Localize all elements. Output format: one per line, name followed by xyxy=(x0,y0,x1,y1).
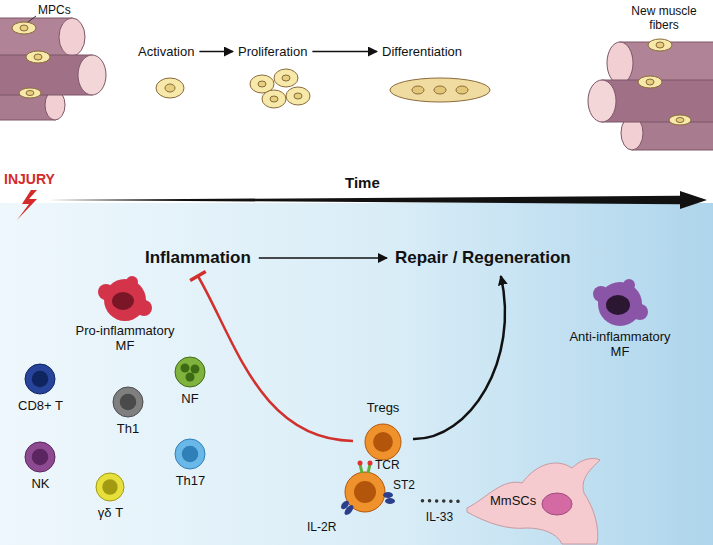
immune-cell: Anti-inflammatory MF xyxy=(545,282,695,364)
immune-cell: CD8+ T xyxy=(13,362,68,418)
stromal-cell: MmSCs xyxy=(462,448,602,545)
arrow xyxy=(259,257,387,259)
cell-nucleus xyxy=(120,394,137,411)
proliferating-cells xyxy=(250,69,310,108)
cell-body xyxy=(175,439,205,469)
cell-label: MmSCs xyxy=(490,493,536,508)
note-label: INJURY xyxy=(4,172,55,186)
immune-cell: NK xyxy=(13,440,68,496)
cell-label: Activation xyxy=(138,44,194,59)
cell-label: Anti-inflammatory MF xyxy=(562,329,678,359)
cell-label: IL-2R xyxy=(307,520,336,535)
cell-label: NF xyxy=(165,391,215,406)
inhibition-line xyxy=(198,276,353,441)
immune-cell: NF xyxy=(165,355,215,411)
treg-cell: TCR ST2IL-2R xyxy=(305,458,417,540)
stage-label: Activation xyxy=(138,44,194,59)
macrophage xyxy=(593,279,648,326)
stage-label: Proliferation xyxy=(238,44,307,59)
muscle-fibers-right xyxy=(588,42,713,150)
inhibition-bar xyxy=(190,271,206,280)
cell-label: Pro-inflammatory MF xyxy=(70,323,180,353)
cell-nucleus xyxy=(102,479,117,494)
note-label: Time xyxy=(345,174,380,191)
cell-body xyxy=(96,473,124,501)
mesenchymal-cell xyxy=(467,458,600,544)
lightning-bolt xyxy=(17,190,37,220)
immune-cell: γδ T xyxy=(83,470,138,526)
cell-label: Th17 xyxy=(163,473,218,488)
phase-label: Inflammation xyxy=(143,246,253,270)
background-panel xyxy=(0,203,713,545)
edge-label: IL-33 xyxy=(426,510,453,524)
cell-body xyxy=(25,364,55,394)
cell-label: γδ T xyxy=(83,505,138,520)
cytokine-dots xyxy=(421,499,458,503)
cell-nucleus xyxy=(32,371,49,388)
cell-label: Differentiation xyxy=(382,44,462,59)
cell-label: Th1 xyxy=(103,421,153,436)
cell-body xyxy=(365,424,401,460)
cell-label: CD8+ T xyxy=(13,398,68,413)
cell-label: Inflammation xyxy=(143,246,253,270)
cell-body xyxy=(113,387,143,417)
stage-label: Differentiation xyxy=(382,44,462,59)
macrophage xyxy=(98,276,152,321)
neutrophil xyxy=(175,357,205,387)
cell-label: ST2 xyxy=(393,478,415,493)
note-label: New muscle fibers xyxy=(620,4,708,32)
arrow xyxy=(413,276,505,439)
immune-cell: Pro-inflammatory MF xyxy=(70,278,180,354)
arrow xyxy=(199,51,233,53)
immune-cell: Tregs xyxy=(355,400,411,462)
muscle-fibers-left xyxy=(0,18,106,120)
note-label: MPCs xyxy=(38,3,71,17)
immune-cell: Th17 xyxy=(163,437,218,493)
mpc-cells xyxy=(12,22,50,98)
cell-label: Tregs xyxy=(355,400,411,415)
phase-label: Repair / Regeneration xyxy=(393,246,573,270)
cell-label: Proliferation xyxy=(238,44,307,59)
cell-nucleus xyxy=(373,432,393,452)
arrow xyxy=(312,51,377,53)
myotube xyxy=(390,78,490,102)
cell-nucleus xyxy=(354,481,376,503)
immune-cell: Th1 xyxy=(103,385,153,441)
time-arrow xyxy=(48,191,707,209)
activated-cell xyxy=(156,78,184,98)
cell-label: NK xyxy=(13,476,68,491)
cell-label: Repair / Regeneration xyxy=(393,246,573,270)
satellite-cells-right xyxy=(638,39,691,125)
cell-body xyxy=(25,442,55,472)
cell-nucleus xyxy=(32,449,49,466)
cell-label: TCR xyxy=(375,458,400,473)
leader-line xyxy=(28,16,36,22)
cell-nucleus xyxy=(182,446,199,463)
